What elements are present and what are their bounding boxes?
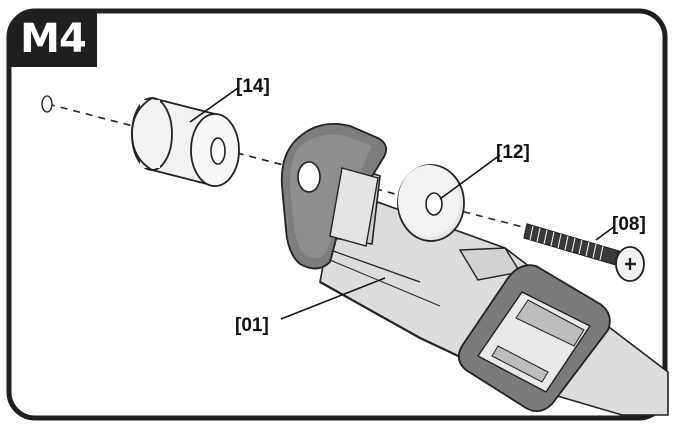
callout-washer: [12]	[496, 142, 530, 163]
buckle	[457, 264, 611, 413]
leader-14	[189, 87, 239, 123]
step-badge: M4	[9, 11, 97, 67]
phillips-cross-icon	[625, 258, 636, 270]
nut-hole-outline	[41, 95, 53, 113]
washer-hole	[425, 192, 443, 216]
spacer	[131, 97, 240, 187]
bracket-hole	[297, 161, 321, 193]
washer	[397, 164, 465, 242]
bracket	[280, 122, 388, 270]
leader-12	[439, 154, 501, 200]
leader-01	[280, 277, 386, 320]
leader-08	[595, 225, 616, 241]
screw	[523, 223, 645, 282]
spacer-bore	[210, 137, 226, 165]
callout-strap: [01]	[235, 315, 269, 336]
callout-screw: [08]	[612, 214, 646, 235]
callout-spacer: [14]	[236, 76, 270, 97]
